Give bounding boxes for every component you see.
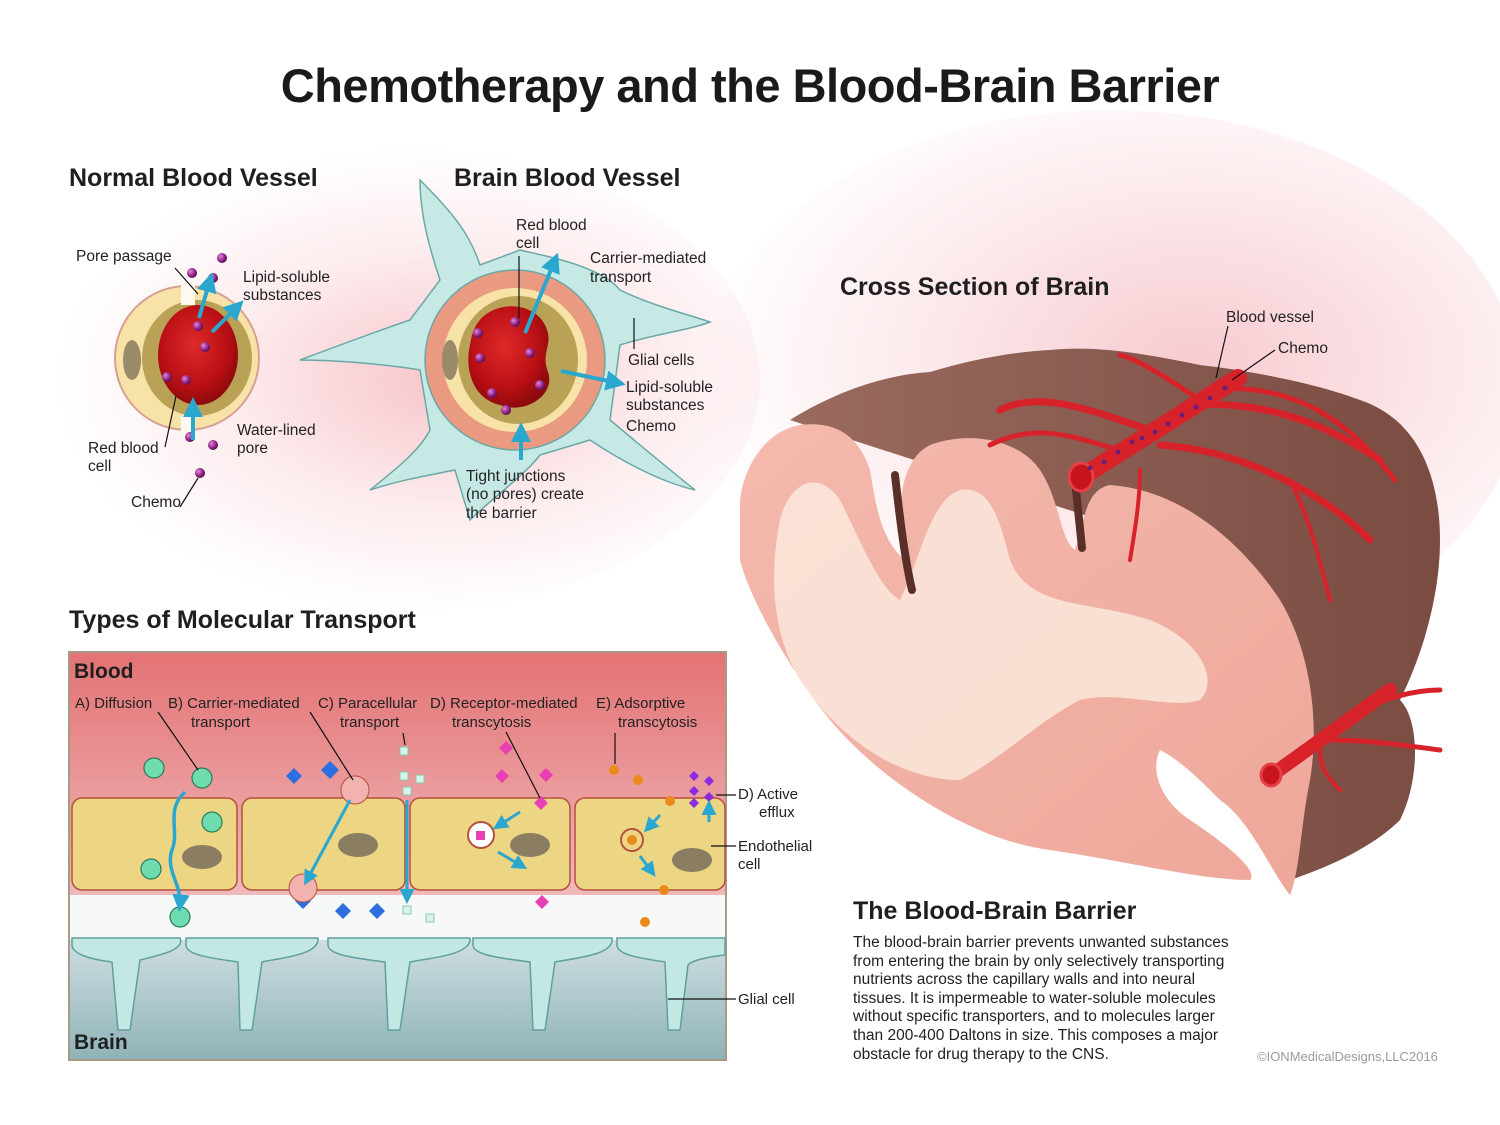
brain-vessel-heading: Brain Blood Vessel [454,164,681,192]
label-lipid-brain-2: substances [626,397,705,414]
label-glial-cell: Glial cell [738,991,795,1008]
label-glial-cells: Glial cells [628,352,695,369]
transport-leader-lines [157,711,736,1000]
receptor-ligands [495,741,553,909]
label-rbc-brain-1: Red blood [516,217,587,234]
background-glow-right [700,110,1500,670]
label-lipid-soluble-2: substances [243,287,322,304]
normal-vessel-heading: Normal Blood Vessel [69,164,318,192]
brain-label: Brain [74,1031,128,1054]
transport-type-c: C) Paracellular [318,695,418,712]
lower-blood-vessel [1265,683,1443,792]
label-chemo-vessel: Chemo [1278,340,1328,357]
label-tight-1: Tight junctions [466,468,566,485]
bbb-line: nutrients across the capillary walls and… [853,971,1196,989]
carrier-protein-top [340,775,370,805]
label-endothelial-2: cell [738,856,761,873]
carrier-molecules [286,761,385,919]
label-rbc-brain-2: cell [516,235,540,252]
glial-cell-layer [71,937,726,1031]
label-blood-vessel: Blood vessel [1226,309,1314,326]
diffusion-molecules [140,757,223,928]
bbb-line: than 200-400 Daltons in size. This compo… [853,1026,1219,1044]
transport-type-e-2: transcytosis [618,714,698,731]
transport-heading: Types of Molecular Transport [69,606,416,634]
label-red-blood-cell-1: Red blood [88,440,159,457]
label-chemo-brain: Chemo [626,418,676,435]
page-title: Chemotherapy and the Blood-Brain Barrier [280,59,1220,112]
transport-type-e: E) Adsorptive [596,695,686,712]
label-tight-3: the barrier [466,505,537,522]
bbb-line: The blood-brain barrier prevents unwante… [853,934,1229,951]
label-water-lined-2: pore [237,440,269,457]
transport-type-b: B) Carrier-mediated [168,695,300,712]
label-carrier-1: Carrier-mediated [590,250,707,267]
blood-label: Blood [74,660,134,683]
transport-type-c-2: transport [340,714,400,731]
bbb-description: The blood-brain barrier prevents unwante… [853,934,1253,1064]
copyright: ©IONMedicalDesigns,LLC2016 [1257,1049,1438,1064]
bbb-line: tissues. It is impermeable to water-solu… [853,989,1216,1007]
label-lipid-brain-1: Lipid-soluble [626,379,714,396]
endothelial-cells [71,797,726,891]
bbb-line: without specific transporters, and to mo… [853,1008,1215,1026]
carrier-protein-bottom [288,873,318,903]
label-active-efflux-2: efflux [759,804,795,821]
label-tight-2: (no pores) create [466,486,585,503]
label-lipid-soluble-1: Lipid-soluble [243,269,331,286]
label-red-blood-cell-2: cell [88,458,112,475]
vesicle [467,821,495,849]
label-chemo: Chemo [131,494,181,511]
paracellular-molecules [399,746,435,923]
bbb-line: from entering the brain by only selectiv… [853,952,1225,970]
adsorptive-molecules [609,765,675,927]
efflux-molecules [689,771,714,808]
label-water-lined-1: Water-lined [237,422,316,439]
cross-section-heading: Cross Section of Brain [840,273,1110,301]
transport-type-a: A) Diffusion [75,695,153,712]
transport-type-d-2: transcytosis [452,714,532,731]
label-pore-passage: Pore passage [76,248,172,265]
label-carrier-2: transport [590,269,652,286]
bbb-heading: The Blood-Brain Barrier [853,897,1137,925]
bbb-line: obstacle for drug therapy to the CNS. [853,1045,1109,1063]
transport-type-b-2: transport [191,714,251,731]
nuclei [182,833,712,872]
label-active-efflux-1: D) Active [738,786,799,803]
label-endothelial-1: Endothelial [738,838,813,855]
transport-type-d: D) Receptor-mediated [430,695,578,712]
